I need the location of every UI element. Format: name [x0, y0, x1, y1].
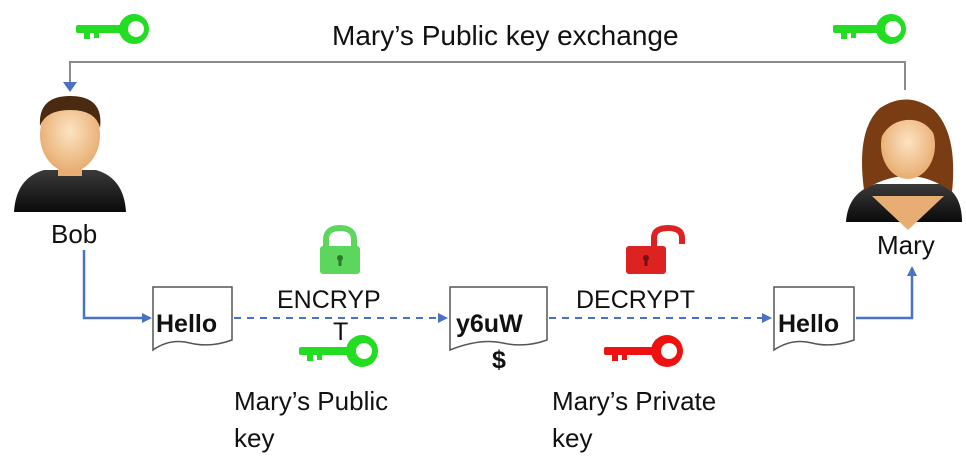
- encrypt-label: ENCRYP: [277, 286, 381, 314]
- document-icon: [152, 286, 233, 352]
- closed-padlock-icon: [320, 224, 360, 274]
- plaintext-document-label: Hello: [156, 310, 218, 338]
- private-key-label: Mary’s Private key: [552, 383, 716, 457]
- encrypt-label-wrap: T: [333, 318, 349, 346]
- private-key-icon: [604, 335, 683, 367]
- document-icon: [773, 286, 855, 352]
- bob-label: Bob: [51, 219, 98, 249]
- bob-to-document-arrow: [82, 250, 152, 323]
- bob-avatar-icon: [14, 96, 126, 212]
- mary-label: Mary: [877, 230, 935, 260]
- public-key-icon: [299, 335, 378, 367]
- document-to-mary-arrow: [856, 266, 917, 320]
- public-key-icon: [76, 14, 149, 44]
- private-key-label-line2: key: [552, 423, 593, 453]
- private-key-label-line1: Mary’s Private: [552, 386, 717, 416]
- ciphertext-document-label-wrap: $: [492, 346, 506, 374]
- public-key-label-line2: key: [234, 423, 275, 453]
- diagram-title: Mary’s Public key exchange: [332, 20, 679, 51]
- mary-avatar-icon: [846, 99, 962, 230]
- ciphertext-document-label: y6uW: [456, 310, 523, 338]
- decrypted-document-label: Hello: [778, 310, 840, 338]
- public-key-label: Mary’s Public key: [234, 383, 388, 457]
- decrypt-label: DECRYPT: [576, 286, 696, 314]
- public-key-label-line1: Mary’s Public: [234, 386, 389, 416]
- public-key-icon: [833, 14, 906, 44]
- key-exchange-arrow: [63, 61, 906, 92]
- open-padlock-icon: [626, 224, 685, 274]
- document-icon: [449, 286, 548, 352]
